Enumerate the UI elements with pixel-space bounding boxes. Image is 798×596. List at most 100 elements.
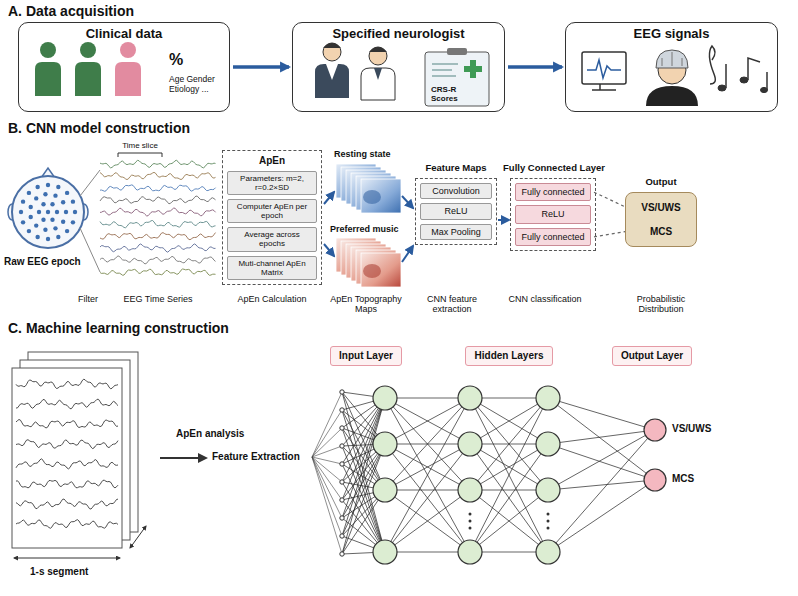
art-path: [470, 444, 548, 552]
node-title: Parameters: m=2, r=0.2×SD: [231, 174, 313, 192]
art-path: [100, 269, 216, 275]
art-path: [115, 62, 141, 96]
art-path: [470, 444, 548, 490]
caption-label: Resting state: [334, 149, 391, 159]
layer-box: Max Pooling: [420, 224, 492, 240]
art-path: [312, 446, 342, 457]
art-circle: [27, 229, 31, 233]
art-path: [312, 428, 342, 457]
eeg-cap-person: [646, 50, 698, 106]
art-circle: [547, 513, 550, 516]
node-title: Specified neurologist: [293, 27, 504, 42]
art-path: [548, 398, 655, 430]
art-path: [315, 64, 349, 98]
art-circle: [323, 43, 341, 61]
art-circle: [536, 432, 560, 456]
art-circle: [53, 193, 57, 197]
art-ellipse: [363, 264, 381, 278]
art-circle: [35, 235, 39, 239]
connector-arrow: [594, 231, 627, 237]
layer-title-box: Output Layer: [612, 346, 692, 366]
caption-label: CNN classification: [507, 294, 583, 304]
segment-arrow: [14, 558, 120, 559]
section-box: Specified neurologistCRS-R Scores: [292, 22, 505, 112]
art-path: [709, 46, 715, 84]
node-title: Output: [626, 177, 696, 188]
node-text: %: [169, 51, 183, 69]
art-rect: [361, 179, 401, 213]
patient-icon: [75, 42, 101, 96]
art-path: [312, 457, 342, 536]
group-box: Fully Connected LayerFully connectedReLU…: [510, 178, 596, 251]
caption-label: VS/UWS: [672, 423, 711, 435]
art-circle: [29, 215, 33, 219]
art-circle: [458, 540, 482, 564]
art-path: [16, 520, 118, 529]
art-circle: [46, 237, 50, 241]
art-circle: [536, 386, 560, 410]
art-circle: [46, 183, 50, 187]
art-circle: [35, 185, 39, 189]
art-path: [402, 246, 413, 262]
art-circle: [55, 210, 59, 214]
art-circle: [369, 47, 387, 65]
node-title: Max Pooling: [424, 227, 488, 237]
art-circle: [458, 432, 482, 456]
art-circle: [64, 210, 68, 214]
class-label: MCS: [630, 226, 692, 238]
node-title: Hidden Layers: [470, 350, 548, 362]
art-path: [385, 444, 470, 552]
art-circle: [61, 220, 65, 224]
art-path: [385, 490, 470, 552]
flow-arrows: [324, 192, 509, 262]
art-circle: [27, 191, 31, 195]
art-path: [470, 398, 548, 552]
group-box: ApEnParameters: m=2, r=0.2×SDComputer Ap…: [222, 150, 322, 285]
caption-label: MCS: [672, 473, 694, 485]
art-circle: [373, 478, 397, 502]
art-path: [312, 457, 342, 518]
art-circle: [340, 534, 344, 538]
caption-label: Filter: [50, 294, 126, 304]
art-path: [324, 192, 334, 204]
art-circle: [21, 220, 25, 224]
art-path: [361, 68, 395, 100]
patient-icon: [35, 42, 61, 96]
art-path: [385, 398, 470, 490]
node-title: Convolution: [424, 186, 488, 196]
layer-box: Fully connected: [515, 183, 591, 201]
art-circle: [340, 462, 344, 466]
art-path: [385, 444, 470, 552]
caption-label: ApEn analysis: [176, 428, 244, 440]
art-circle: [458, 386, 482, 410]
art-path: [748, 58, 760, 80]
art-path: [385, 552, 470, 553]
clipboard-icon: [425, 48, 489, 106]
group-box: Feature MapsConvolutionReLUMax Pooling: [415, 178, 497, 245]
art-path: [385, 398, 470, 552]
art-path: [16, 499, 118, 509]
art-path: [324, 244, 334, 256]
process-box: Muti-channel ApEn Matrix: [227, 256, 317, 280]
node-title: ReLU: [424, 206, 488, 216]
art-path: [100, 208, 216, 216]
node-title: Feature Maps: [416, 163, 496, 174]
node-text: CRS-R Scores: [431, 85, 485, 103]
art-path: [548, 430, 655, 444]
node-title: Computer ApEn per epoch: [231, 202, 313, 220]
art-path: [100, 160, 216, 168]
monitor-icon: [582, 52, 626, 90]
art-g: [12, 352, 138, 548]
art-rect: [447, 48, 467, 55]
layer-title-box: Hidden Layers: [465, 346, 553, 366]
art-path: [16, 419, 118, 427]
art-circle: [340, 516, 344, 520]
art-path: [646, 86, 698, 106]
art-path: [16, 379, 118, 388]
node-title: ReLU: [519, 209, 587, 219]
doctor-icon: [315, 43, 349, 98]
art-path: [35, 62, 61, 96]
caption-label: Raw EEG epoch: [4, 256, 81, 268]
node-title: Fully connected: [519, 187, 587, 197]
art-path: [100, 233, 216, 240]
